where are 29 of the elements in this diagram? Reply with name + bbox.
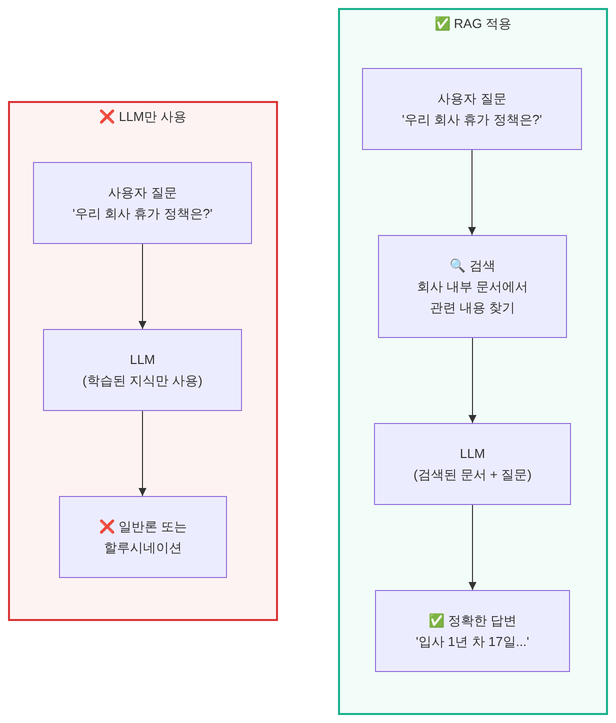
group-panel <box>8 101 278 621</box>
node-text: ❌ 일반론 또는 할루시네이션 <box>98 518 188 557</box>
arrow <box>138 244 146 330</box>
arrow <box>468 150 476 236</box>
process-box <box>374 423 571 505</box>
node-text: 회사 내부 문서에서 관련 내용 찾기 <box>416 278 530 317</box>
node-text: (검색된 문서 + 질문) <box>413 466 532 484</box>
group-title: ❌ LLM만 사용 <box>99 108 187 126</box>
node-heading: 사용자 질문 <box>438 90 506 108</box>
node-text: '우리 회사 휴가 정책은?' <box>72 205 213 223</box>
arrow <box>468 504 476 590</box>
group-title: ✅ RAG 적용 <box>434 15 512 33</box>
node-text: '입사 1년 차 17일...' <box>416 633 530 651</box>
node-text: (학습된 지식만 사용) <box>82 372 202 390</box>
process-box <box>59 496 227 578</box>
arrow <box>468 338 476 424</box>
node-text: '우리 회사 휴가 정책은?' <box>402 111 542 129</box>
node-heading: LLM <box>130 351 156 369</box>
node-heading: 사용자 질문 <box>108 184 177 202</box>
node-heading: ✅ 정확한 답변 <box>428 612 517 630</box>
node-heading: LLM <box>460 445 486 463</box>
process-box <box>43 329 242 411</box>
process-box <box>33 162 252 244</box>
process-box <box>378 235 567 338</box>
group-panel <box>338 8 608 715</box>
process-box <box>375 590 570 672</box>
arrow <box>138 410 146 496</box>
process-box <box>362 68 582 150</box>
node-heading: 🔍 검색 <box>450 257 496 275</box>
